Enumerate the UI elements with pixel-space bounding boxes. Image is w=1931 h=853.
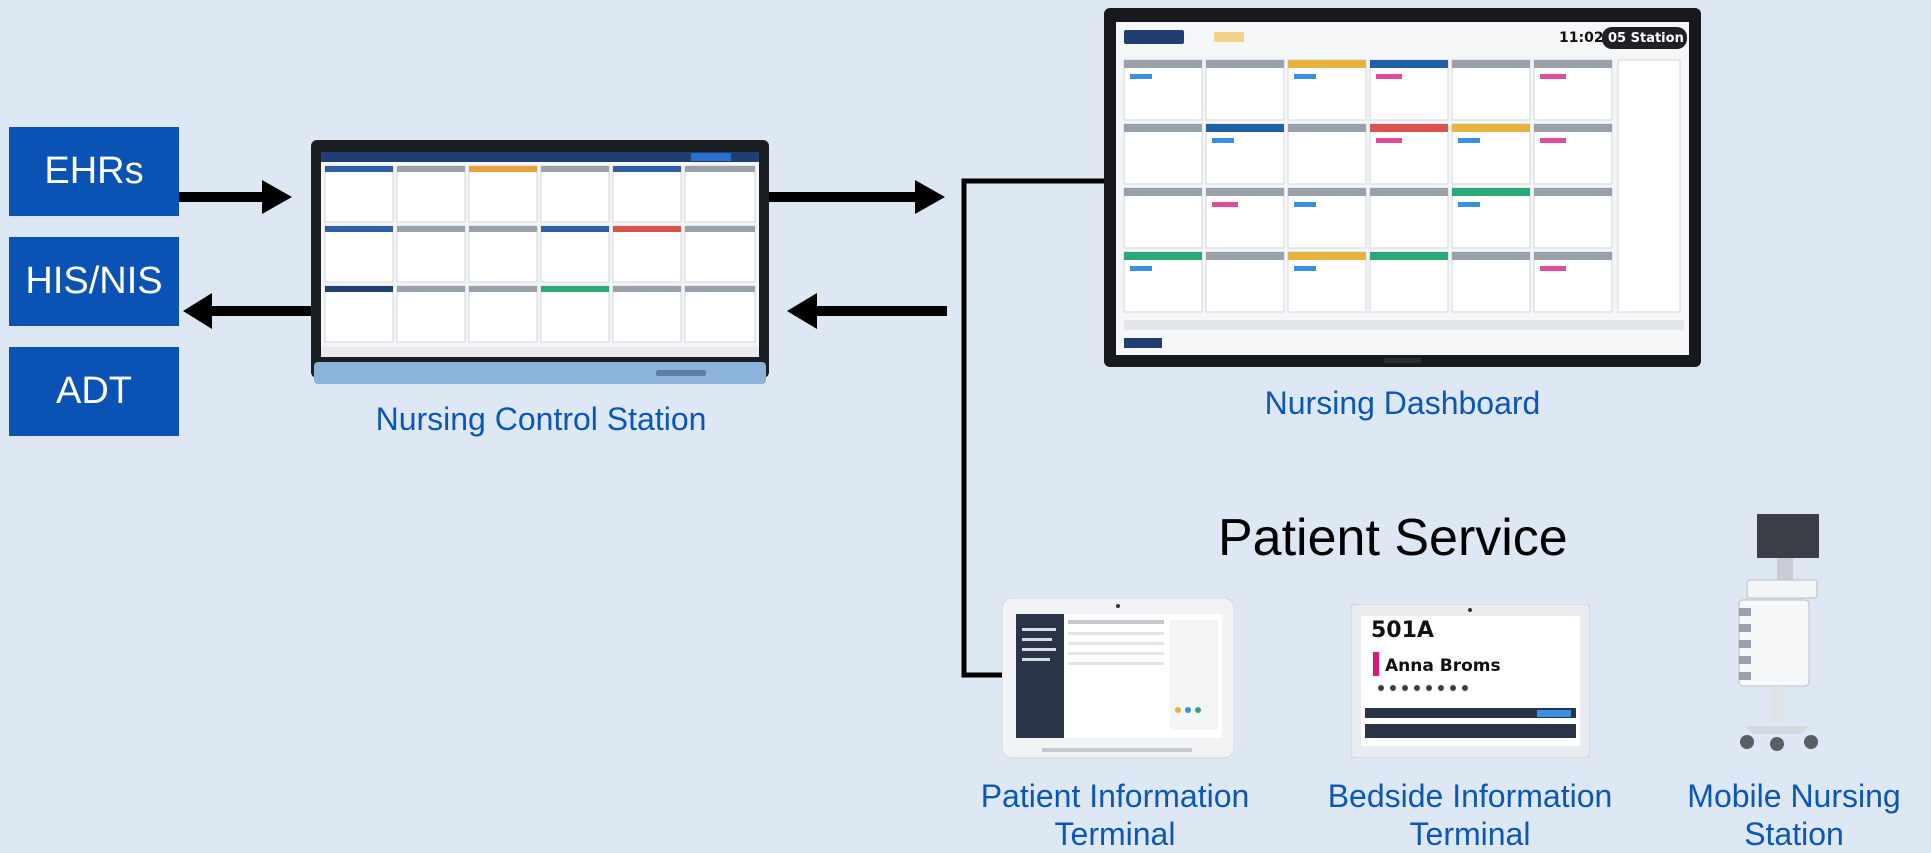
ehrs-label: EHRs (44, 150, 144, 192)
arrow-to-control-station-return (787, 293, 947, 329)
nursing-dashboard-screen: 11:02 05 Station (1104, 8, 1701, 367)
patient-information-terminal-line2: Terminal (1054, 816, 1176, 852)
patient-information-terminal-line1: Patient Information (980, 778, 1250, 814)
mobile-nursing-station-cart (1738, 514, 1819, 751)
bedside-information-terminal-line1: Bedside Information (1327, 778, 1613, 814)
bedside-terminal-graphic (1351, 604, 1590, 758)
dashboard-station-badge: 05 Station (1608, 31, 1684, 46)
arrow-to-control-station (179, 180, 292, 214)
his-nis-label: HIS/NIS (25, 260, 163, 302)
nursing-control-station-monitor (311, 140, 769, 384)
bedside-patient-name: Anna Broms (1385, 656, 1501, 676)
dashboard-clock: 11:02 (1559, 30, 1604, 46)
arrow-to-dashboard (767, 180, 945, 214)
bedside-information-terminal-caption: Bedside Information Terminal (1300, 777, 1640, 853)
bedside-information-terminal-device: 501A Anna Broms (1351, 604, 1590, 758)
mobile-nursing-station-caption: Mobile Nursing Station (1657, 777, 1931, 853)
adt-box: ADT (9, 347, 179, 436)
arrow-to-his-nis (183, 293, 312, 329)
dashboard-screen-graphic (1104, 8, 1701, 367)
bedside-information-terminal-line2: Terminal (1409, 816, 1531, 852)
mobile-nursing-station-line2: Station (1744, 816, 1844, 852)
patient-information-terminal-device (1002, 598, 1234, 759)
mobile-nursing-station-line1: Mobile Nursing (1687, 778, 1901, 814)
his-nis-box: HIS/NIS (9, 237, 179, 326)
network-bracket-line (961, 178, 1105, 678)
patient-service-heading: Patient Service (1218, 509, 1568, 567)
nursing-dashboard-caption: Nursing Dashboard (1264, 385, 1541, 421)
patient-information-terminal-caption: Patient Information Terminal (960, 777, 1270, 853)
nursing-control-station-caption: Nursing Control Station (375, 401, 707, 437)
bedside-room-number: 501A (1371, 618, 1434, 643)
adt-label: ADT (56, 370, 132, 412)
ehrs-box: EHRs (9, 127, 179, 216)
